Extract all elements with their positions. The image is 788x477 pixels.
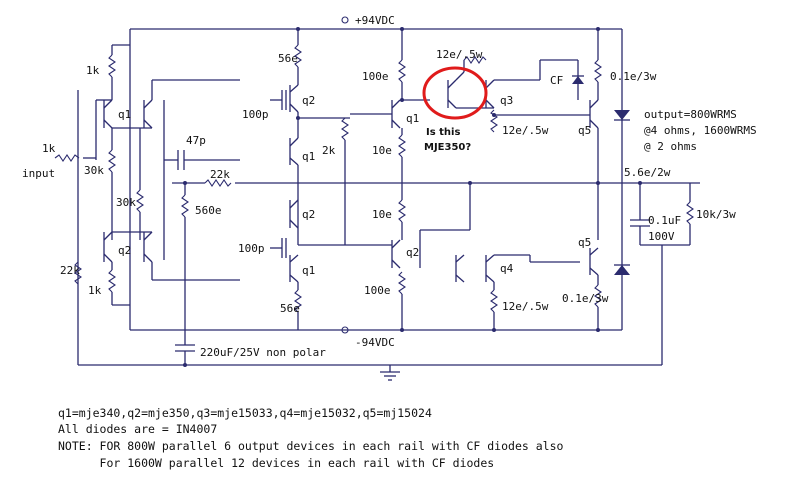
q2-mid-top-label: q2 <box>302 94 315 107</box>
r-56e-bot <box>294 289 302 313</box>
cap-220uf-label: 220uF/25V non polar <box>200 346 326 359</box>
cap-100v-label: 100V <box>648 230 675 243</box>
r-1k-top <box>108 54 116 78</box>
r-100e-bot <box>398 271 406 295</box>
output-text-1: output=800WRMS <box>644 108 737 121</box>
input-label: input <box>22 167 55 180</box>
positive-rail-label: +94VDC <box>355 14 395 27</box>
negative-rail-terminal <box>341 326 349 334</box>
r-1k-bot <box>108 269 116 293</box>
r-01e-bot-label: 0.1e/3w <box>562 292 609 305</box>
r-56e-top <box>294 44 302 68</box>
r-10e-top <box>398 134 406 158</box>
r-12e-bot <box>490 289 498 313</box>
q1-mid-label: q1 <box>302 150 315 163</box>
r-12e-top-label: 12e/.5w <box>436 48 483 61</box>
q5-top-label: q5 <box>578 124 591 137</box>
schematic: +94VDC -94VDC 1k input 1k q1 30k 30k q2 … <box>22 14 757 381</box>
r-10e-bot-label: 10e <box>372 208 392 221</box>
cap-47p-label: 47p <box>186 134 206 147</box>
q2-left-label: q2 <box>118 244 131 257</box>
q1-left-label: q1 <box>118 108 131 121</box>
r-01e-bot <box>594 284 602 308</box>
q4-label: q4 <box>500 262 514 275</box>
r-560e <box>181 194 189 218</box>
q1-driver-label: q1 <box>406 112 419 125</box>
r-1k-bot-label: 1k <box>88 284 102 297</box>
highlight-circle <box>422 66 488 120</box>
r-10k-label: 10k/3w <box>696 208 736 221</box>
diode-top <box>614 110 630 120</box>
note-line-4: For 1600W parallel 12 devices in each ra… <box>58 456 495 470</box>
input-resistor <box>54 154 80 162</box>
r-30k-b <box>136 189 144 213</box>
output-text-2: @4 ohms, 1600WRMS <box>644 124 757 137</box>
r-56e-bot-label: 56e <box>280 302 300 315</box>
r-10k <box>686 201 694 225</box>
q5-bot-label: q5 <box>578 236 591 249</box>
r-30k-a-label: 30k <box>84 164 104 177</box>
output-text-3: @ 2 ohms <box>644 140 697 153</box>
q2-driver-label: q2 <box>406 246 419 259</box>
note-line-3: NOTE: FOR 800W parallel 6 output devices… <box>58 439 564 453</box>
annotation-line1: Is this <box>426 127 460 138</box>
r-10e-bot <box>398 199 406 223</box>
cf-diode <box>572 76 584 84</box>
r-12e-bot-label: 12e/.5w <box>502 300 549 313</box>
r-01e-top-label: 0.1e/3w <box>610 70 657 83</box>
r-22k-left <box>74 261 82 285</box>
pot-2k <box>341 117 349 141</box>
cap-100p-top-label: 100p <box>242 108 269 121</box>
r-56e-zobel-label: 5.6e/2w <box>624 166 671 179</box>
note-line-2: All diodes are = IN4007 <box>58 422 218 436</box>
annotation-line2: MJE350? <box>424 142 471 153</box>
r-12e-mid <box>490 109 498 133</box>
q2-mid-label: q2 <box>302 208 315 221</box>
cap-01uf-label: 0.1uF <box>648 214 681 227</box>
r-12e-top <box>463 56 487 64</box>
pot-2k-label: 2k <box>322 144 336 157</box>
input-resistor-label: 1k <box>42 142 56 155</box>
r-30k-a <box>108 149 116 173</box>
diode-bot <box>614 265 630 275</box>
r-10e-top-label: 10e <box>372 144 392 157</box>
note-line-1: q1=mje340,q2=mje350,q3=mje15033,q4=mje15… <box>58 406 432 420</box>
r-100e-bot-label: 100e <box>364 284 391 297</box>
r-56e-top-label: 56e <box>278 52 298 65</box>
q3-label: q3 <box>500 94 513 107</box>
negative-rail-label: -94VDC <box>355 336 395 349</box>
cap-100p-bot-label: 100p <box>238 242 265 255</box>
r-22k-fb-label: 22k <box>210 168 230 181</box>
r-22k-feedback <box>204 179 232 187</box>
r-100e-top-label: 100e <box>362 70 389 83</box>
r-01e-top <box>594 59 602 83</box>
r-12e-mid-label: 12e/.5w <box>502 124 549 137</box>
cf-label: CF <box>550 74 563 87</box>
r-30k-b-label: 30k <box>116 196 136 209</box>
r-560e-label: 560e <box>195 204 222 217</box>
q1-mid-bot-label: q1 <box>302 264 315 277</box>
r-1k-top-label: 1k <box>86 64 100 77</box>
positive-rail-terminal <box>341 16 349 24</box>
r-100e-top <box>398 59 406 83</box>
